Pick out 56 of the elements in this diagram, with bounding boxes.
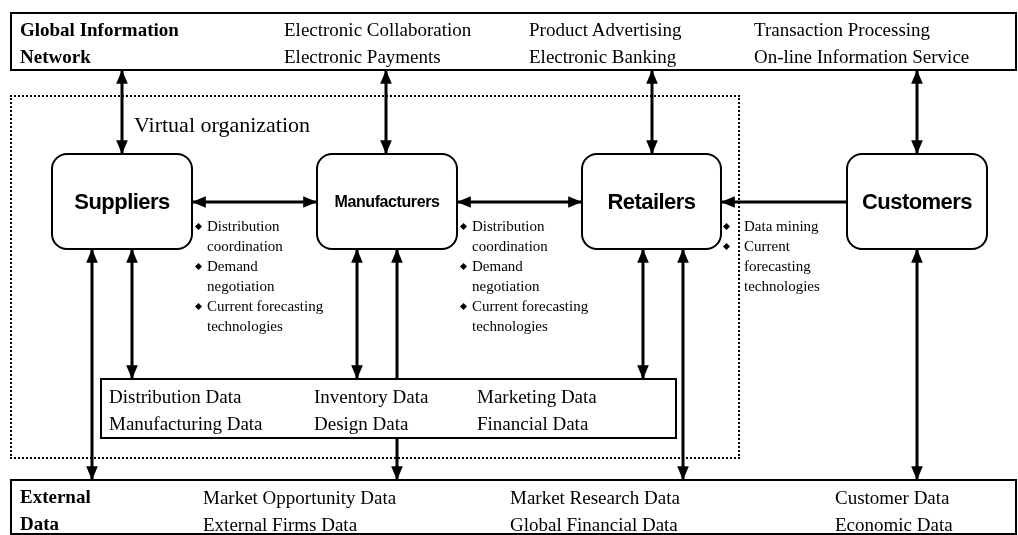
dotted-frame: [10, 95, 740, 459]
double-arrow: [911, 69, 923, 155]
arrow: [720, 196, 846, 208]
item-text: Product Advertising: [529, 18, 682, 42]
double-arrow: [351, 248, 363, 380]
note-text: Demand negotiation: [207, 257, 276, 296]
item-text: Inventory Data: [314, 385, 429, 409]
note-text: Distribution coordination: [207, 217, 284, 256]
double-arrow: [646, 69, 658, 155]
item-text: Transaction Processing: [754, 18, 931, 42]
arrow: [391, 248, 403, 378]
note-text: Current forecasting technologies: [472, 297, 590, 336]
item-text: On-line Information Service: [754, 45, 970, 69]
box-label: Customers: [862, 188, 972, 216]
box-label: Retailers: [607, 188, 696, 216]
item-text: External Firms Data: [203, 513, 358, 535]
item-text: Financial Data: [477, 412, 589, 436]
item-text: Electronic Collaboration: [284, 18, 472, 42]
item-text: Market Research Data: [510, 486, 680, 510]
info-band: [10, 479, 1017, 535]
double-arrow: [86, 248, 98, 481]
rounded-box: [581, 153, 722, 250]
rounded-box: [316, 153, 458, 250]
frame-label: Virtual organization: [134, 111, 311, 138]
note-text: Demand negotiation: [472, 257, 541, 296]
double-arrow: [191, 196, 318, 208]
note-text: Current forecasting technologies: [744, 237, 821, 296]
item-text: Customer Data: [835, 486, 950, 510]
note-text: Distribution coordination: [472, 217, 549, 256]
note-text: Current forecasting technologies: [207, 297, 325, 336]
rounded-box: [846, 153, 988, 250]
item-text: Global Financial Data: [510, 513, 678, 535]
box-label: Manufacturers: [334, 191, 440, 212]
data-box: [100, 378, 677, 439]
item-text: Distribution Data: [109, 385, 242, 409]
band-title: External Data: [20, 485, 92, 535]
double-arrow: [116, 69, 128, 155]
box-label: Suppliers: [74, 188, 170, 216]
double-arrow: [677, 248, 689, 481]
item-text: Economic Data: [835, 513, 953, 535]
double-arrow: [126, 248, 138, 380]
item-text: Electronic Payments: [284, 45, 441, 69]
double-arrow: [380, 69, 392, 155]
info-band: [10, 12, 1017, 71]
double-arrow: [456, 196, 583, 208]
item-text: Marketing Data: [477, 385, 597, 409]
item-text: Electronic Banking: [529, 45, 677, 69]
item-text: Design Data: [314, 412, 409, 436]
rounded-box: [51, 153, 193, 250]
arrow: [391, 439, 403, 481]
double-arrow: [637, 248, 649, 380]
item-text: Market Opportunity Data: [203, 486, 397, 510]
note-text: Data mining: [744, 217, 819, 236]
double-arrow: [911, 248, 923, 481]
item-text: Manufacturing Data: [109, 412, 263, 436]
band-title: Global Information Network: [20, 18, 180, 69]
